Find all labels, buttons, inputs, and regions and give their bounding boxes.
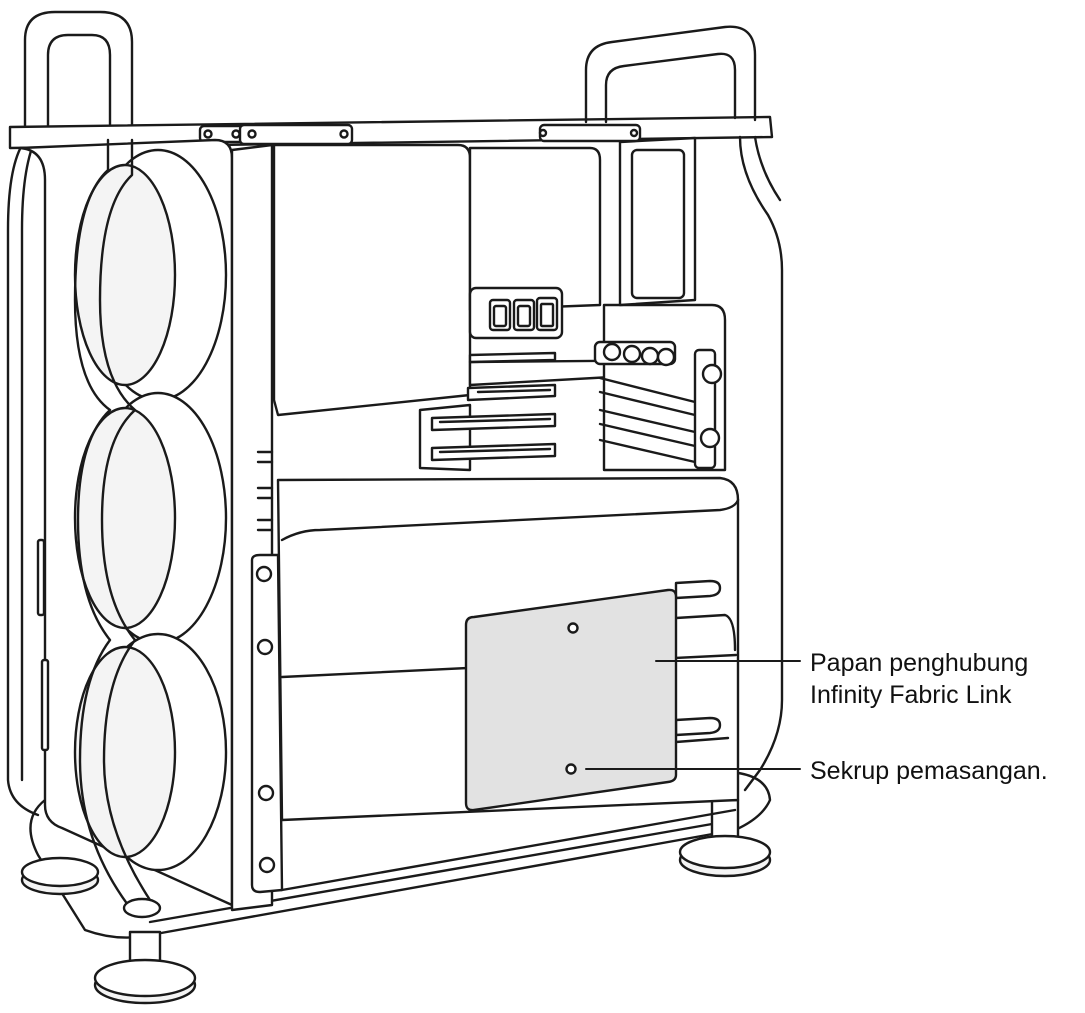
- mounting-screw-bottom: [565, 763, 577, 775]
- mpx-module-upper: [272, 143, 472, 417]
- upper-right-handle-window: [630, 148, 686, 300]
- foot-front-left: [93, 930, 197, 1005]
- fan-slot-lower: [40, 658, 50, 752]
- pcie-bracket-tabs: [593, 340, 697, 464]
- pcie-thumbscrew-top: [701, 363, 723, 385]
- pcie-thumbscrew-bottom: [699, 427, 721, 449]
- logic-board-area: [468, 146, 602, 312]
- mpx-screw-rail: [250, 553, 284, 894]
- pcie-slots: [418, 351, 557, 472]
- io-ports: [488, 296, 559, 332]
- tube-foot-cap: [122, 897, 162, 919]
- mpx-side-bulge: [674, 613, 737, 744]
- mounting-screw-top: [567, 622, 579, 634]
- foot-back-left: [20, 856, 100, 896]
- frame-left-upright: [6, 138, 40, 817]
- divider-notches: [256, 450, 274, 532]
- fan-slot-upper: [36, 538, 46, 617]
- mpx-vent-slot-1: [674, 579, 722, 600]
- mpx-vent-slot-2: [674, 716, 722, 737]
- frame-front-left: [73, 138, 152, 907]
- fan-top: [73, 148, 228, 402]
- chassis-bottom-edge: [280, 808, 737, 892]
- fan-middle: [73, 391, 228, 645]
- callout-board-line2: Infinity Fabric Link: [810, 681, 1012, 709]
- mpx-top-face-edge: [280, 498, 740, 542]
- fan-bottom: [73, 632, 228, 872]
- rail-screws: [255, 565, 276, 874]
- callout-board-label: Papan penghubung Infinity Fabric Link: [810, 647, 1028, 711]
- callout-screw-label: Sekrup pemasangan.: [810, 757, 1048, 785]
- callout-board-line1: Papan penghubung: [810, 649, 1029, 677]
- frame-back-left: [23, 10, 134, 132]
- infinity-fabric-link-board: [464, 588, 678, 812]
- frame-back-right: [584, 25, 757, 124]
- foot-right: [678, 798, 772, 878]
- frame-right-upright: [738, 135, 784, 792]
